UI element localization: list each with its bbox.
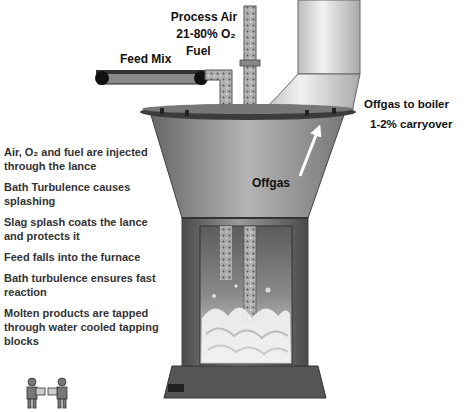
process-note: Air, O₂ and fuel are injected through th… [4,145,162,173]
air-label: Process Air [171,10,237,24]
process-note: Slag splash coats the lance and protects… [4,215,162,243]
carryover-note: 1-2% carryover [370,118,452,130]
process-note: Bath turbulence ensures fast reaction [4,271,162,299]
process-note: Feed falls into the furnace [4,250,162,264]
process-note: Bath Turbulence causes splashing [4,180,162,208]
process-note: Molten products are tapped through water… [4,306,162,348]
fuel-label: Fuel [186,44,211,58]
feed-label: Feed Mix [120,52,171,66]
oxygen-label: 21-80% O₂ [176,27,235,41]
offgas-label: Offgas [252,176,290,190]
offgas-destination: Offgas to boiler [364,98,449,110]
